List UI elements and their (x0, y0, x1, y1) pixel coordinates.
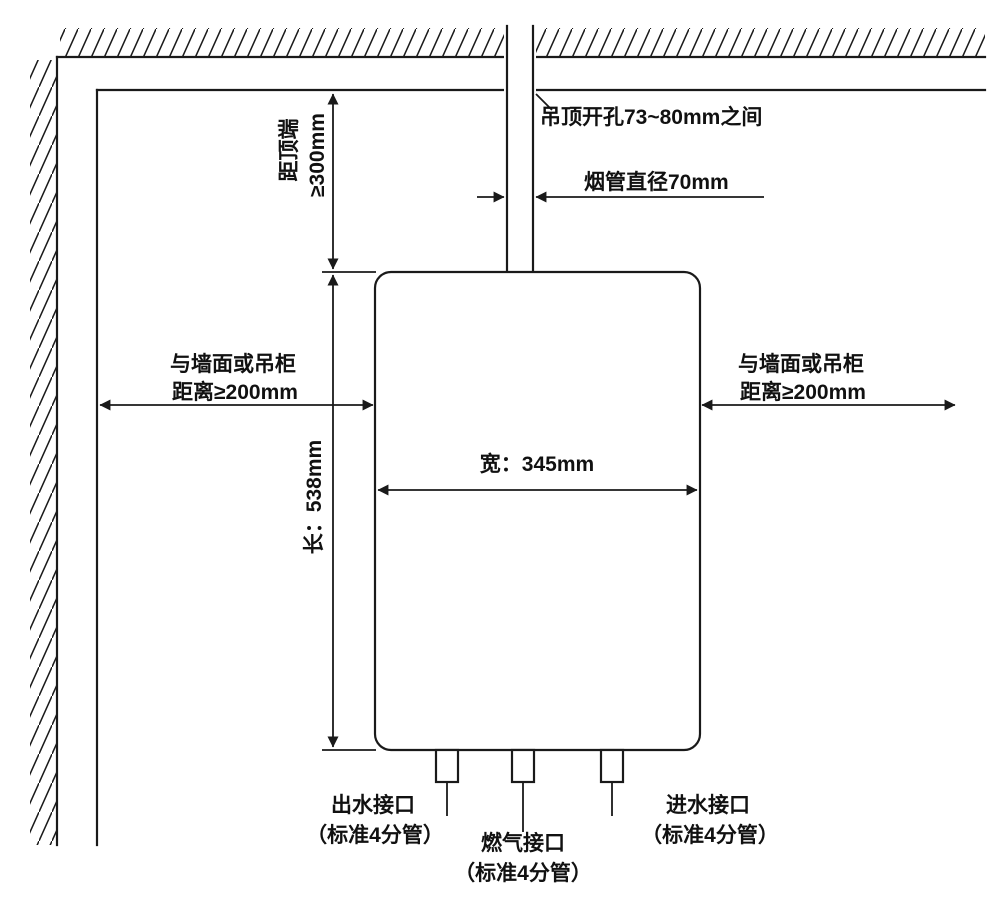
ceiling-hole-leader (535, 93, 553, 111)
flue-diameter-label: 烟管直径70mm (584, 170, 729, 194)
outlet-pipe (434, 748, 460, 784)
outlet-label-line1: 出水接口 (331, 794, 415, 817)
gas-label-line1: 燃气接口 (481, 831, 565, 855)
top-clearance-label: 距顶端 (278, 119, 301, 182)
water-heater-body (373, 270, 702, 752)
left-wall-hatch (30, 60, 57, 845)
inlet-label-line1: 进水接口 (666, 794, 750, 817)
ceiling-opening (504, 24, 536, 94)
width-label: 宽：345mm (480, 452, 594, 476)
inlet-label-line2: （标准4分管） (641, 823, 779, 847)
height-label: 长：538mm (303, 440, 326, 554)
left-clearance-label-line1: 与墙面或吊柜 (170, 352, 296, 376)
gas-pipe (510, 748, 536, 784)
gas-label-line2: （标准4分管） (454, 861, 592, 885)
inlet-pipe (599, 748, 625, 784)
right-clearance-label-line2: 距离≥200mm (740, 380, 866, 404)
outlet-label-line2: （标准4分管） (306, 823, 444, 847)
right-clearance-label-line1: 与墙面或吊柜 (738, 352, 864, 376)
top-clearance-value: ≥300mm (306, 113, 329, 197)
left-clearance-label-line2: 距离≥200mm (172, 380, 298, 404)
ceiling-hole-label: 吊顶开孔73~80mm之间 (540, 105, 762, 129)
